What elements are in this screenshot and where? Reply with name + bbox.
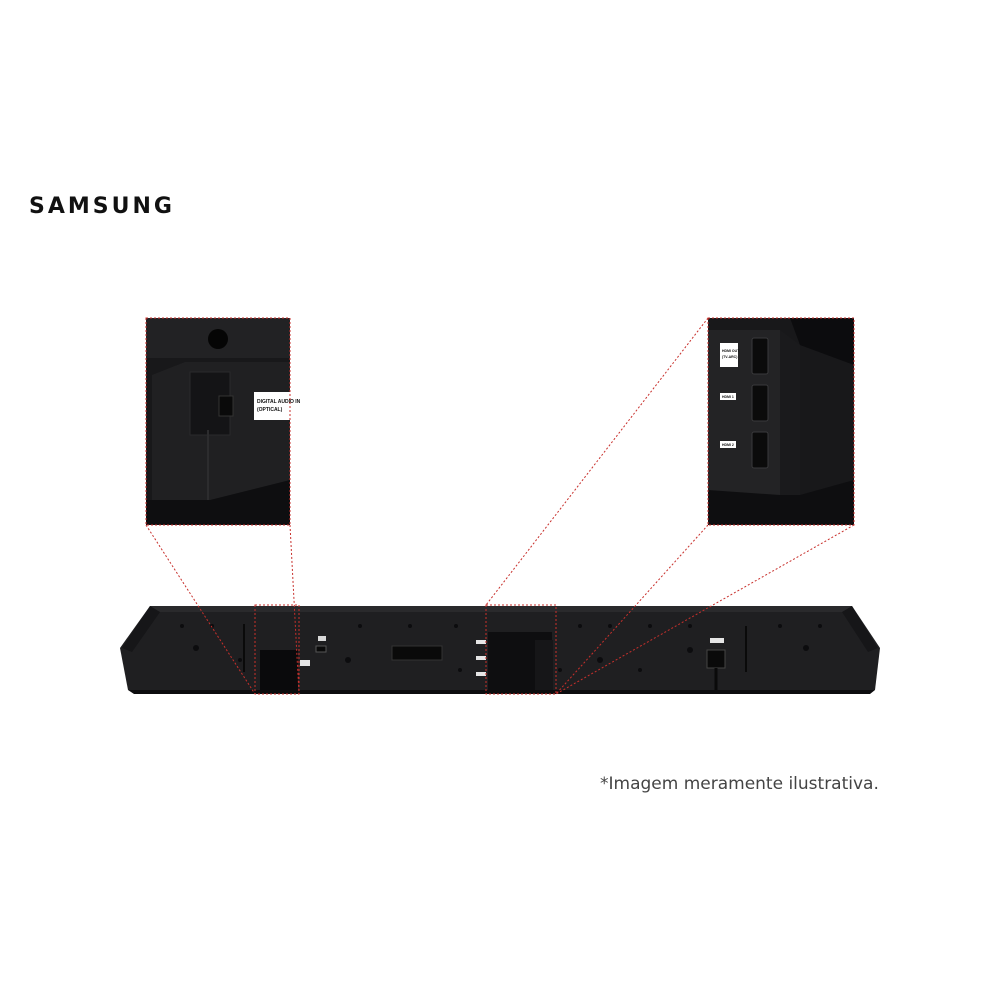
- screw-hole: [208, 329, 228, 349]
- optical-callout-box: [254, 604, 300, 695]
- hdmi-2-label: [720, 441, 736, 448]
- samsung-logo: SAMSUNG: [29, 194, 175, 219]
- optical-label: [254, 392, 290, 420]
- hdmi-out-label: [720, 343, 738, 367]
- callout-lines: [145, 317, 855, 695]
- hdmi-2-label-text: HDMI 2: [722, 443, 734, 447]
- mounting-holes: [180, 624, 822, 672]
- power-port: [706, 649, 726, 669]
- hdmi-2-port: [751, 431, 769, 469]
- optical-label-line2: (OPTICAL): [257, 407, 283, 413]
- hdmi-out-label-line1: HDMI OUT: [722, 349, 740, 353]
- hdmi-1-label: [720, 393, 736, 400]
- left-inset-frame: [145, 317, 291, 526]
- hdmi-1-label-text: HDMI 1: [722, 395, 734, 399]
- hdmi-callout-box: [485, 604, 557, 695]
- hdmi-out-port: [751, 337, 769, 375]
- optical-label-line1: DIGITAL AUDIO IN: [257, 399, 301, 405]
- soundbar-body: [120, 606, 880, 694]
- hdmi-out-label-line2: (TV-ARC): [722, 355, 737, 359]
- left-inset: DIGITAL AUDIO IN (OPTICAL): [145, 317, 301, 526]
- hdmi-1-port: [751, 384, 769, 422]
- optical-port: [218, 395, 234, 417]
- disclaimer-caption: *Imagem meramente ilustrativa.: [600, 774, 879, 794]
- wall-mount-slot: [391, 645, 443, 661]
- right-inset: HDMI OUT (TV-ARC) HDMI 1 HDMI 2: [707, 317, 855, 526]
- usb-port: [315, 645, 327, 653]
- optical-bay: [260, 650, 298, 690]
- right-inset-frame: [707, 317, 855, 526]
